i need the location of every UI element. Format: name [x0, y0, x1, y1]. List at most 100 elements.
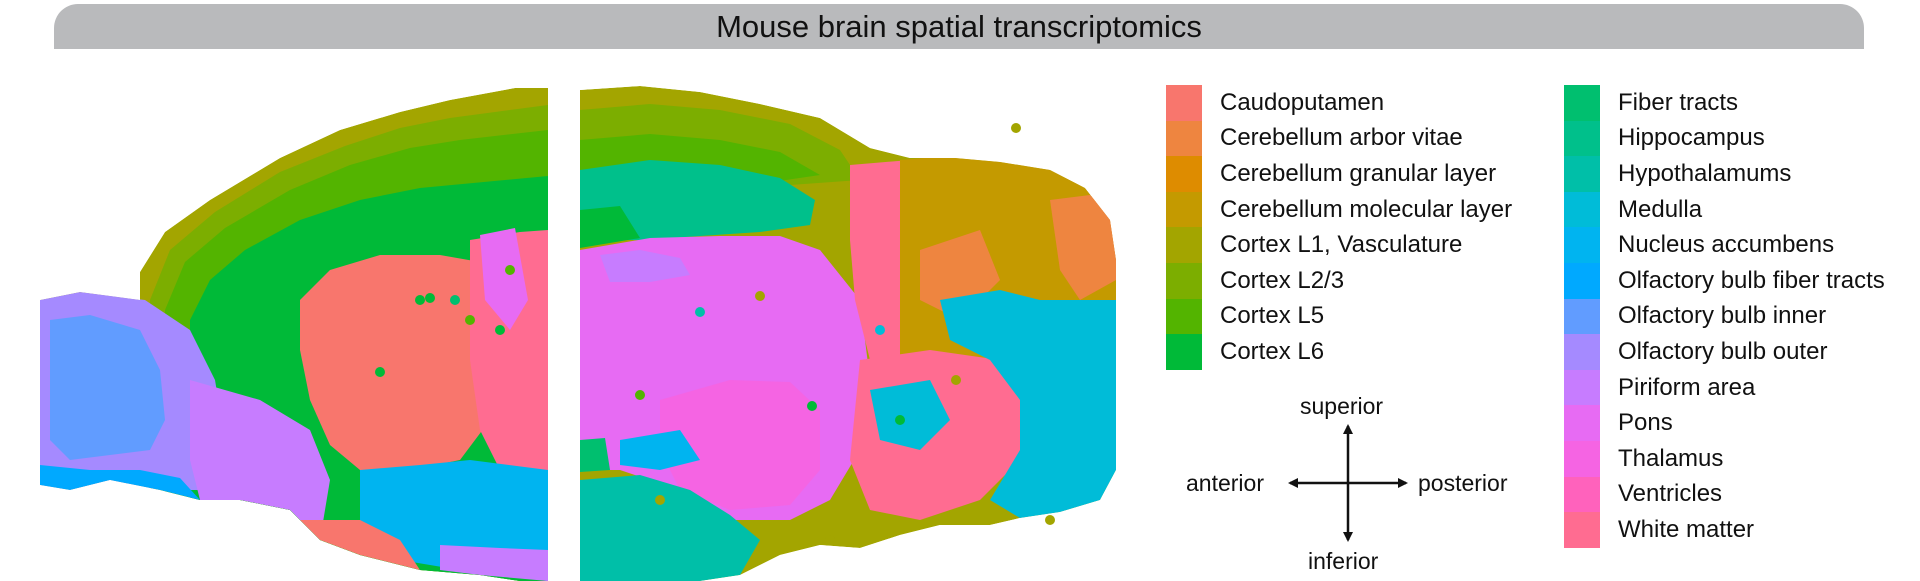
legend-swatch [1564, 334, 1600, 370]
spot [1011, 123, 1021, 133]
region-thalamus [660, 380, 820, 510]
legend-swatch [1564, 227, 1600, 263]
legend-swatch [1166, 298, 1202, 335]
legend-item: Olfactory bulb outer [1564, 334, 1885, 370]
legend-item: Cortex L2/3 [1166, 262, 1512, 299]
spot [755, 291, 765, 301]
region-cerebellum-arbor [1050, 195, 1116, 300]
legend-swatch [1166, 156, 1202, 192]
spot [1045, 515, 1055, 525]
region-piriform-right [600, 250, 690, 282]
legend-swatch [1564, 512, 1600, 548]
legend-label: Olfactory bulb fiber tracts [1618, 266, 1885, 294]
legend-item: Thalamus [1564, 440, 1885, 477]
legend-swatch [1166, 334, 1202, 370]
legend-swatch [1564, 156, 1600, 192]
region-olfactory-inner [50, 315, 165, 460]
title-banner: Mouse brain spatial transcriptomics [54, 4, 1864, 49]
legend-swatch [1564, 405, 1600, 441]
region-hippocampus [580, 160, 815, 240]
legend-label: White matter [1618, 515, 1755, 543]
legend-swatch [1564, 120, 1600, 157]
legend-swatch [1166, 191, 1202, 228]
region-medulla-2 [870, 380, 950, 450]
region-caudoputamen-low [300, 520, 420, 570]
spot [895, 415, 905, 425]
region-caudoputamen [300, 255, 505, 470]
legend-swatch [1166, 262, 1202, 299]
figure-title: Mouse brain spatial transcriptomics [716, 8, 1202, 44]
spot [951, 375, 961, 385]
legend-label: Cerebellum arbor vitae [1220, 124, 1463, 152]
legend-label: Cortex L1, Vasculature [1220, 231, 1463, 259]
legend-item: Nucleus accumbens [1564, 227, 1885, 263]
legend-swatch [1564, 262, 1600, 299]
spot [635, 390, 645, 400]
spot [807, 401, 817, 411]
legend-label: Cortex L5 [1220, 302, 1325, 330]
legend-label: Piriform area [1618, 373, 1756, 401]
spot [375, 367, 385, 377]
region-piriform [190, 380, 330, 540]
legend-item: Medulla [1564, 191, 1885, 228]
legend-item: Hypothalamums [1564, 156, 1885, 192]
legend-label: Olfactory bulb outer [1618, 337, 1828, 365]
legend-swatch [1564, 476, 1600, 513]
region-fiber-tracts [580, 438, 610, 472]
legend-swatch [1564, 85, 1600, 121]
legend-label: Olfactory bulb inner [1618, 302, 1827, 330]
legend-swatch [1166, 227, 1202, 263]
legend-swatch [1564, 440, 1600, 477]
spot [425, 293, 435, 303]
legend-label: Fiber tracts [1618, 88, 1739, 116]
legend-item: Pons [1564, 405, 1885, 441]
legend-label: Pons [1618, 409, 1673, 437]
legend-item: Caudoputamen [1166, 85, 1512, 121]
legend-item: Cerebellum arbor vitae [1166, 120, 1512, 157]
legend-label: Medulla [1618, 195, 1703, 223]
spot [465, 315, 475, 325]
spot [695, 307, 705, 317]
legend-label: Cerebellum granular layer [1220, 159, 1497, 187]
region-pons-left [480, 228, 528, 330]
legend-swatch [1564, 369, 1600, 406]
compass-anterior-label: anterior [1186, 470, 1264, 496]
legend-label: Caudoputamen [1220, 88, 1385, 116]
region-hypothalamus [580, 475, 760, 581]
spot [655, 495, 665, 505]
orientation-compass [1288, 424, 1408, 542]
legend-item: Olfactory bulb fiber tracts [1564, 262, 1885, 299]
compass-posterior-label: posterior [1418, 470, 1508, 496]
spot [495, 325, 505, 335]
legend-item: Piriform area [1564, 369, 1885, 406]
legend-item: Hippocampus [1564, 120, 1885, 157]
legend-item: Cortex L5 [1166, 298, 1512, 335]
legend-swatch [1564, 191, 1600, 228]
region-olfactory-fiber [40, 465, 200, 500]
legend-item: Cortex L1, Vasculature [1166, 227, 1512, 263]
compass-superior-label: superior [1300, 393, 1384, 419]
legend-label: Ventricles [1618, 480, 1723, 508]
brain-spatial-map [40, 86, 1116, 581]
legend-label: Cortex L6 [1220, 337, 1325, 365]
legend-item: Cerebellum molecular layer [1166, 191, 1513, 228]
legend-item: Cortex L6 [1166, 334, 1512, 370]
legend-label: Cerebellum molecular layer [1220, 195, 1513, 223]
legend-swatch [1564, 298, 1600, 335]
spot [450, 295, 460, 305]
legend-label: Cortex L2/3 [1220, 266, 1345, 294]
spot [505, 265, 515, 275]
compass-inferior-label: inferior [1308, 548, 1379, 574]
legend-item: Ventricles [1564, 476, 1885, 513]
legend-label: Nucleus accumbens [1618, 231, 1835, 259]
legend-item: Fiber tracts [1564, 85, 1885, 121]
legend-label: Hypothalamums [1618, 159, 1792, 187]
spot [415, 295, 425, 305]
spot [825, 535, 835, 545]
legend-label: Thalamus [1618, 444, 1724, 472]
region-cortex-l6-right [580, 206, 640, 248]
legend-item: Olfactory bulb inner [1564, 298, 1885, 335]
legend-item: Cerebellum granular layer [1166, 156, 1512, 192]
spot [875, 325, 885, 335]
